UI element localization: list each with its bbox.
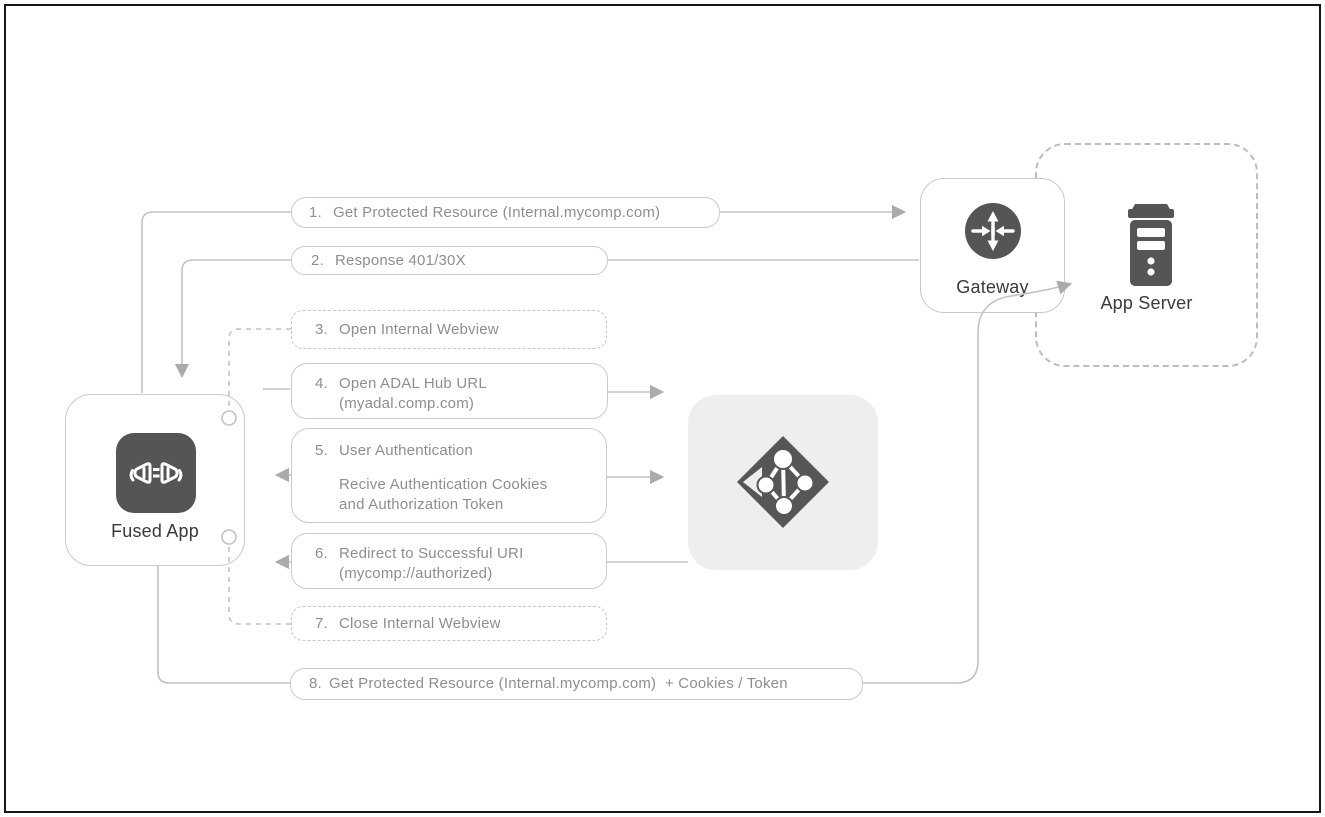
app-server-label: App Server	[1100, 293, 1193, 313]
step-8-get-protected-resource-with-token: 8. Get Protected Resource (Internal.myco…	[290, 668, 863, 700]
step-4-open-adal-hub-url: 4. Open ADAL Hub URL (myadal.comp.com)	[291, 363, 608, 419]
node-gateway: Gateway	[920, 178, 1065, 313]
step-1-get-protected-resource: 1. Get Protected Resource (Internal.myco…	[291, 197, 720, 228]
fused-app-label: Fused App	[111, 521, 199, 541]
step-6-redirect-successful-uri: 6. Redirect to Successful URI (mycomp://…	[291, 533, 607, 589]
directory-icon	[737, 436, 829, 528]
server-icon	[1128, 204, 1174, 286]
line-fusedapp-to-step1	[141, 211, 291, 393]
node-fused-app: Fused App	[65, 394, 245, 566]
step-7-close-internal-webview: 7. Close Internal Webview	[291, 606, 607, 641]
arrow-step2-to-fusedapp	[174, 259, 291, 379]
router-icon	[965, 203, 1021, 259]
plug-icon	[116, 433, 196, 513]
gateway-label: Gateway	[956, 277, 1029, 297]
step-5-user-authentication: 5. User Authentication Recive Authentica…	[291, 428, 607, 523]
dashed-fusedapp-to-step3	[228, 328, 291, 408]
app-server-zone: App Server	[1035, 143, 1258, 367]
step-2-response-401: 2. Response 401/30X	[291, 246, 608, 275]
line-fusedapp-to-step8	[157, 565, 290, 684]
node-identity-provider	[688, 395, 878, 570]
dashed-fusedapp-to-step7	[228, 547, 291, 625]
step-3-open-internal-webview: 3. Open Internal Webview	[291, 310, 607, 349]
